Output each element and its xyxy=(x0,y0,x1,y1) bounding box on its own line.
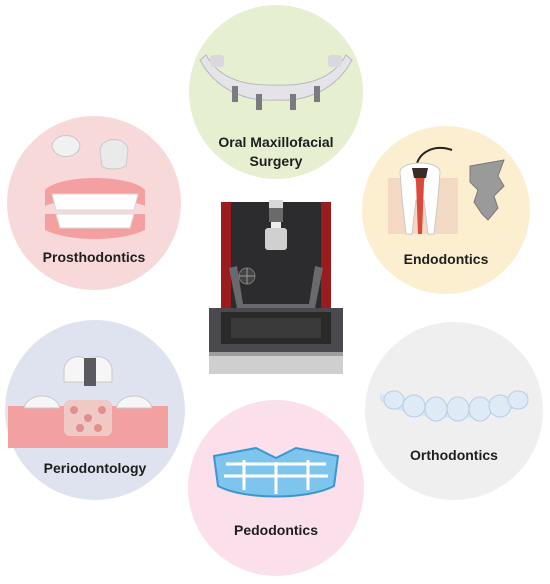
bone-graft-implant-icon xyxy=(8,356,168,448)
clear-aligner-icon xyxy=(380,390,529,422)
orthodontics-label: Orthodontics xyxy=(410,447,498,463)
periodontology-label: Periodontology xyxy=(43,460,147,476)
mouthguard-icon xyxy=(212,446,340,498)
denture-icon xyxy=(45,135,145,239)
pedodontics-label: Pedodontics xyxy=(233,522,318,538)
endodontics-label: Endodontics xyxy=(403,251,489,267)
root-canal-file-icon xyxy=(388,147,505,235)
implant-bridge-icon xyxy=(199,54,353,110)
oral-surgery-label-line2: Surgery xyxy=(249,153,303,169)
oral-surgery-label-line1: Oral Maxillofacial xyxy=(218,134,334,150)
prosthodontics-label: Prosthodontics xyxy=(42,249,146,265)
3d-printer-icon xyxy=(209,200,343,374)
